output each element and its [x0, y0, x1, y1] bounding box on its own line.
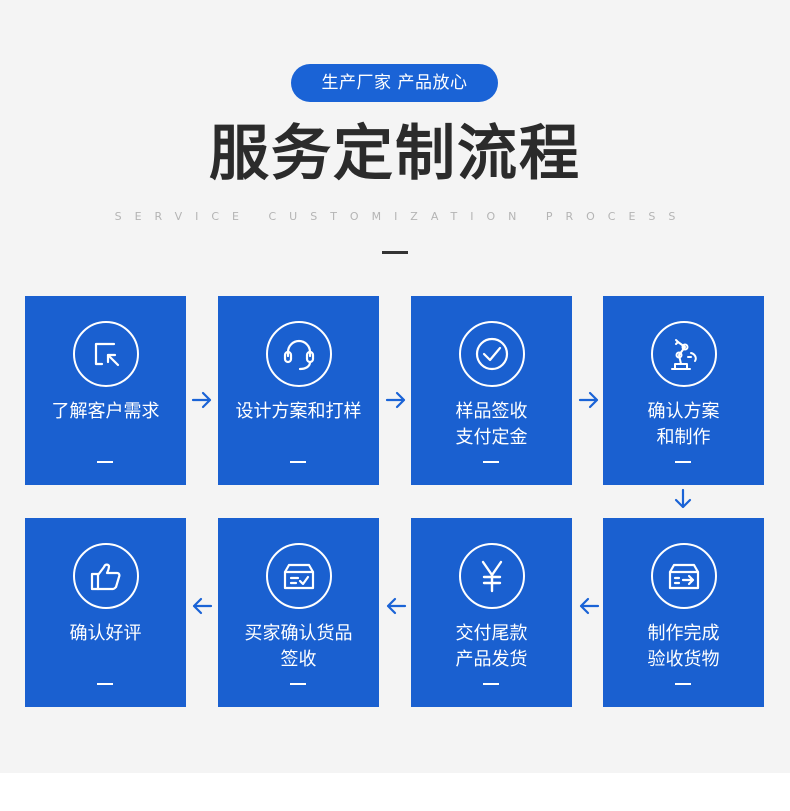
step-label: 制作完成 验收货物	[647, 623, 720, 670]
step-mark	[97, 683, 113, 685]
step-mark	[483, 683, 499, 685]
headset-icon	[266, 321, 332, 387]
step-mark	[483, 461, 499, 463]
page-subtitle: SERVICE CUSTOMIZATION PROCESS	[114, 210, 689, 223]
step-label: 了解客户需求	[51, 401, 160, 422]
arrow-left-icon	[192, 597, 213, 615]
yen-icon	[459, 543, 525, 609]
step-card-4[interactable]: 确认方案 和制作	[603, 296, 764, 485]
step-label: 买家确认货品 签收	[244, 623, 353, 670]
badge: 生产厂家 产品放心	[291, 64, 498, 102]
step-label: 设计方案和打样	[235, 401, 362, 422]
title-divider	[382, 251, 408, 254]
step-mark	[675, 461, 691, 463]
inbox-arrow-icon	[651, 543, 717, 609]
arrow-left-icon	[386, 597, 407, 615]
page-title: 服务定制流程	[209, 119, 581, 189]
step-label: 样品签收 支付定金	[455, 401, 528, 448]
step-card-7[interactable]: 买家确认货品 签收	[218, 518, 379, 707]
step-mark	[675, 683, 691, 685]
step-label: 确认好评	[69, 623, 142, 644]
step-card-2[interactable]: 设计方案和打样	[218, 296, 379, 485]
step-card-6[interactable]: 交付尾款 产品发货	[411, 518, 572, 707]
arrow-right-icon	[578, 391, 599, 409]
step-mark	[97, 461, 113, 463]
step-card-8[interactable]: 确认好评	[25, 518, 186, 707]
step-card-1[interactable]: 了解客户需求	[25, 296, 186, 485]
box-check-icon	[266, 543, 332, 609]
arrow-right-icon	[385, 391, 406, 409]
step-label: 确认方案 和制作	[647, 401, 720, 448]
step-mark	[290, 683, 306, 685]
cursor-box-icon	[73, 321, 139, 387]
thumbs-up-icon	[73, 543, 139, 609]
arrow-left-icon	[579, 597, 600, 615]
arrow-right-icon	[191, 391, 212, 409]
step-label: 交付尾款 产品发货	[455, 623, 528, 670]
arrow-down-icon	[674, 488, 692, 509]
step-card-5[interactable]: 制作完成 验收货物	[603, 518, 764, 707]
robot-arm-icon	[651, 321, 717, 387]
step-mark	[290, 461, 306, 463]
check-circle-icon	[459, 321, 525, 387]
step-card-3[interactable]: 样品签收 支付定金	[411, 296, 572, 485]
